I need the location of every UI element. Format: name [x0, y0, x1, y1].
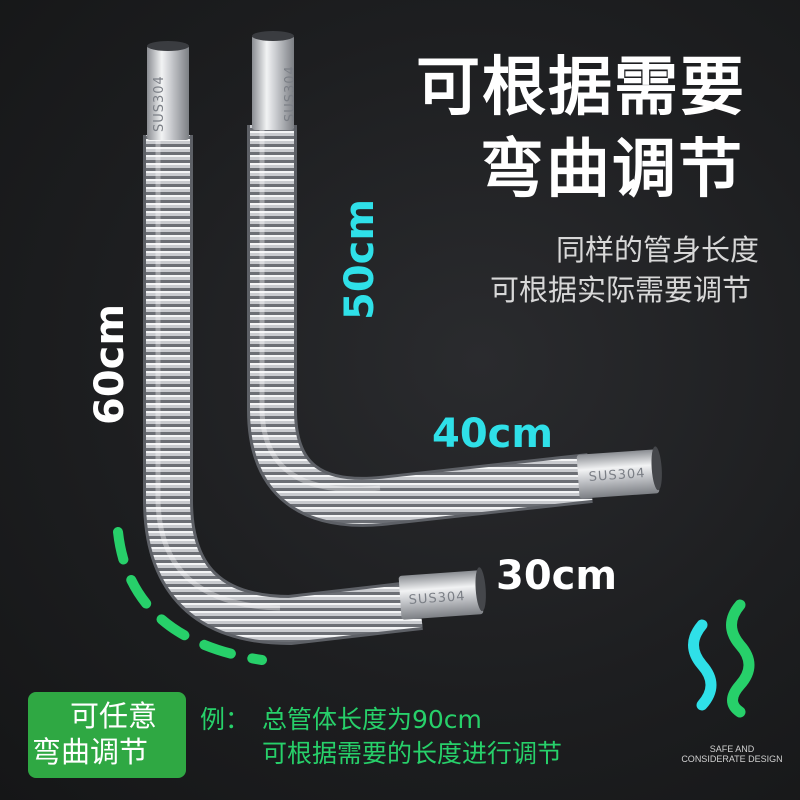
subtitle-line1: 同样的管身长度 [556, 233, 760, 267]
example-line2: 可根据需要的长度进行调节 [262, 739, 563, 768]
logo-tagline-line2: CONSIDERATE DESIGN [681, 754, 783, 765]
badge-line2: 弯曲调节 [32, 735, 149, 769]
headline-line2: 弯曲调节 [480, 133, 744, 207]
bendable-badge: 可任意 弯曲调节 [28, 692, 186, 778]
logo-tagline-line1: SAFE AND [709, 744, 755, 754]
material-mark-left-top: SUS304 [152, 75, 167, 132]
twin-wave-logo-icon [688, 599, 755, 718]
hose-50cm-40cm [247, 31, 662, 527]
material-mark-left-end: SUS304 [408, 589, 466, 608]
example-prefix: 例： [200, 705, 251, 734]
length-label-40cm: 40cm [432, 411, 554, 457]
bend-arc-indicator [113, 527, 267, 665]
subtitle-line2: 可根据实际需要调节 [490, 273, 752, 307]
headline-line1: 可根据需要 [416, 51, 746, 125]
material-mark-right-end: SUS304 [588, 466, 646, 485]
logo-tagline: SAFE AND CONSIDERATE DESIGN [680, 744, 784, 765]
length-label-60cm: 60cm [87, 303, 133, 425]
material-mark-right-top: SUS304 [283, 65, 298, 122]
hose-60cm-30cm [143, 41, 486, 646]
badge-line1: 可任意 [70, 699, 158, 733]
example-line1: 总管体长度为90cm [262, 705, 482, 734]
length-label-30cm: 30cm [496, 553, 618, 599]
length-label-50cm: 50cm [337, 198, 383, 320]
